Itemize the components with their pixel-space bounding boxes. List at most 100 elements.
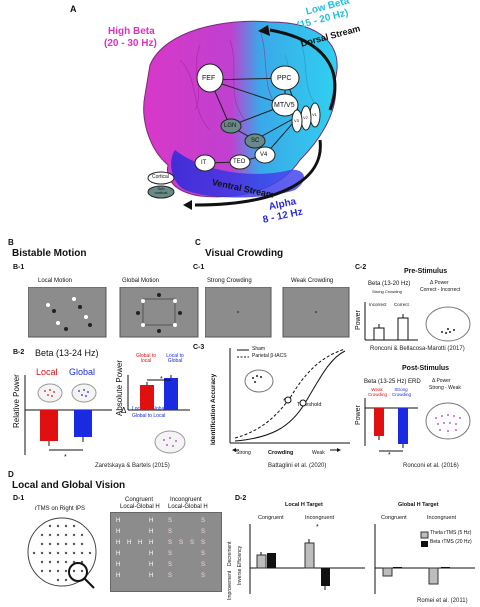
scalp-electrode xyxy=(40,542,44,546)
scalp-electrode xyxy=(64,569,68,573)
d2-global-congruent: Congruent xyxy=(381,515,407,521)
high-beta-range: (20 - 30 Hz) xyxy=(104,38,157,49)
congruent-letter: H xyxy=(149,562,154,568)
congruent-letter: H xyxy=(116,551,121,557)
incongruent-letter: S xyxy=(168,573,173,579)
incongruent-letter xyxy=(179,518,190,529)
node-lgn xyxy=(220,118,242,134)
scalp-electrode xyxy=(48,569,52,573)
incongruent-letter: S xyxy=(168,562,173,568)
scalp-electrode xyxy=(56,569,60,573)
rtms-head xyxy=(27,517,97,589)
scalp-electrode xyxy=(56,524,60,528)
citation-ronconi-2016: Ronconi et al. (2016) xyxy=(403,463,459,469)
congruent-letter: H xyxy=(116,562,121,568)
brain-cortex xyxy=(143,20,338,198)
bar-strong-crowding xyxy=(398,408,408,444)
scalp-electrode xyxy=(64,524,68,528)
d2-star: * xyxy=(316,524,319,531)
congruent-letter: H xyxy=(116,573,121,579)
correct-minus-incorrect: Correct - Incorrect xyxy=(420,287,461,293)
node-mt xyxy=(271,93,299,117)
congruent-letter xyxy=(138,518,149,529)
node-fef xyxy=(196,63,224,93)
head-global xyxy=(71,383,97,403)
congruent-letter xyxy=(127,573,138,584)
scalp-electrode xyxy=(56,578,60,582)
pre-stimulus-label: Pre-Stimulus xyxy=(404,268,448,275)
scalp-electrode xyxy=(40,551,44,555)
bar-local-congruent-beta xyxy=(267,553,276,568)
d2-local-congruent: Congruent xyxy=(258,515,284,521)
threshold-tacs xyxy=(284,396,292,404)
legend-beta-label: Beta rTMS (20 Hz) xyxy=(430,539,472,545)
d1-label: D-1 xyxy=(13,495,25,502)
head-delta xyxy=(154,430,186,454)
congruent-letter: H xyxy=(138,540,143,546)
ventral-lobe xyxy=(171,150,305,198)
legend-subcortical-label: Sub cortical xyxy=(154,186,168,196)
label-v1: V1 xyxy=(312,112,317,117)
inverse-efficiency-axis: Inverse Efficiency xyxy=(237,545,243,585)
scalp-electrode xyxy=(32,551,36,555)
congruent-letter: H xyxy=(149,518,154,524)
global-to-local-label: Global to local xyxy=(135,353,156,365)
c3-psychometric xyxy=(229,348,350,452)
beta-erd-label: Beta (13-25 Hz) ERD xyxy=(364,379,421,385)
incongruent-sub: Local-Global H xyxy=(168,504,208,510)
bar-abs-g2l xyxy=(140,385,154,410)
scalp-electrode xyxy=(64,533,68,537)
d2-local-incongruent: Incongruent xyxy=(305,515,335,521)
bar-local-incongruent-theta xyxy=(304,542,315,569)
local-motion-label: Local Motion xyxy=(38,278,73,284)
incongruent-letter: S xyxy=(168,551,173,557)
congruent-letter xyxy=(138,551,149,562)
incongruent-letter: S xyxy=(201,562,206,568)
bar-local-incongruent-beta xyxy=(321,568,330,586)
congruent-letter: H xyxy=(149,551,154,557)
congruent-letter xyxy=(138,573,149,584)
congruent-letter xyxy=(138,562,149,573)
congruent-letter xyxy=(127,518,138,529)
ventral-stream-arrow xyxy=(194,139,322,207)
tms-coil xyxy=(68,562,88,582)
incongruent-letter xyxy=(179,551,190,562)
improvement-axis: Improvement xyxy=(227,570,233,600)
scalp-electrode xyxy=(64,578,68,582)
global-motion-label: Global Motion xyxy=(122,278,160,284)
label-fef: FEF xyxy=(202,75,216,82)
bar-global-congruent-beta xyxy=(393,567,402,568)
c3-label: C-3 xyxy=(193,344,205,351)
strong-crowding-small: Strong Crowding xyxy=(372,289,402,294)
crowding-stimuli xyxy=(205,287,350,338)
incongruent-letter: S xyxy=(168,518,173,524)
panel-c-letter: C xyxy=(195,238,201,247)
label-teo: TEO xyxy=(233,159,246,165)
citation-battaglini: Battaglini et al. (2020) xyxy=(268,463,327,469)
scalp-electrode xyxy=(72,542,76,546)
incongruent-letter xyxy=(179,573,190,584)
incongruent-letter: S xyxy=(201,573,206,579)
bar-local-congruent-theta xyxy=(256,554,267,569)
panel-c-title: Visual Crowding xyxy=(205,248,284,259)
incongruent-letter xyxy=(190,551,201,562)
panel-d-letter: D xyxy=(8,470,14,479)
c2-post-chart xyxy=(364,398,471,452)
panel-b-letter: B xyxy=(8,238,14,247)
curve-tacs xyxy=(234,348,346,439)
parietal-tacs-label: Parietal β-tACS xyxy=(252,353,287,359)
scalp-electrode xyxy=(80,533,84,537)
label-it: IT xyxy=(201,160,207,166)
scalp-electrode xyxy=(72,569,76,573)
scalp-electrode xyxy=(80,542,84,546)
label-lgn: LGN xyxy=(224,123,237,129)
bar-global-incongruent-beta xyxy=(441,567,450,568)
label-v2: V2 xyxy=(303,115,308,120)
local-label: Local xyxy=(36,367,58,377)
congruent-letter: H xyxy=(116,518,121,524)
incongruent-letter xyxy=(190,529,201,540)
congruent-letter xyxy=(127,529,138,540)
incongruent-header: Incongruent xyxy=(170,497,202,503)
scalp-electrode xyxy=(40,560,44,564)
legend-cortical-label: Cortical xyxy=(152,174,169,180)
